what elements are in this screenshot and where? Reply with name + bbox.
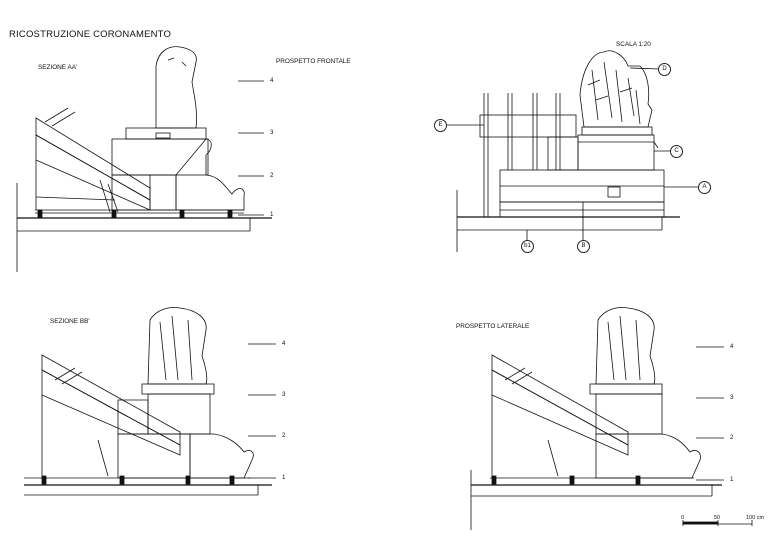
- scale-bar: [682, 520, 753, 526]
- level-3-aa: 3: [270, 129, 274, 136]
- level-4-side: 4: [730, 343, 734, 350]
- page-title: RICOSTRUZIONE CORONAMENTO: [9, 29, 172, 40]
- level-1-aa: 1: [270, 211, 274, 218]
- side-elevation-drawing: [470, 307, 724, 530]
- label-side-elevation: PROSPETTO LATERALE: [456, 323, 530, 330]
- level-1-bb: 1: [282, 474, 286, 481]
- label-front-elevation: PROSPETTO FRONTALE: [276, 58, 351, 65]
- label-section-bb: SEZIONE BB': [50, 318, 90, 325]
- callout-b: B: [577, 240, 590, 253]
- level-1-side: 1: [730, 476, 734, 483]
- level-4-bb: 4: [282, 340, 286, 347]
- callout-a: A: [698, 181, 711, 194]
- level-2-aa: 2: [270, 172, 274, 179]
- front-elevation-drawing: [444, 50, 700, 252]
- level-4-aa: 4: [270, 77, 274, 84]
- scalebar-label-100: 100 cm: [746, 515, 765, 521]
- callout-c: C: [670, 145, 683, 158]
- callout-d: D: [658, 63, 671, 76]
- section-bb-drawing: [24, 307, 276, 496]
- level-3-bb: 3: [282, 391, 286, 398]
- scalebar-label-0: 0: [681, 515, 685, 521]
- level-3-side: 3: [730, 394, 734, 401]
- label-scale: SCALA 1:20: [616, 41, 651, 48]
- level-2-bb: 2: [282, 432, 286, 439]
- callout-b1: b1: [521, 240, 534, 253]
- scalebar-label-50: 50: [714, 515, 721, 521]
- section-aa-drawing: [16, 46, 272, 272]
- label-section-aa: SEZIONE AA': [38, 64, 78, 71]
- level-2-side: 2: [730, 434, 734, 441]
- callout-e: E: [434, 119, 447, 132]
